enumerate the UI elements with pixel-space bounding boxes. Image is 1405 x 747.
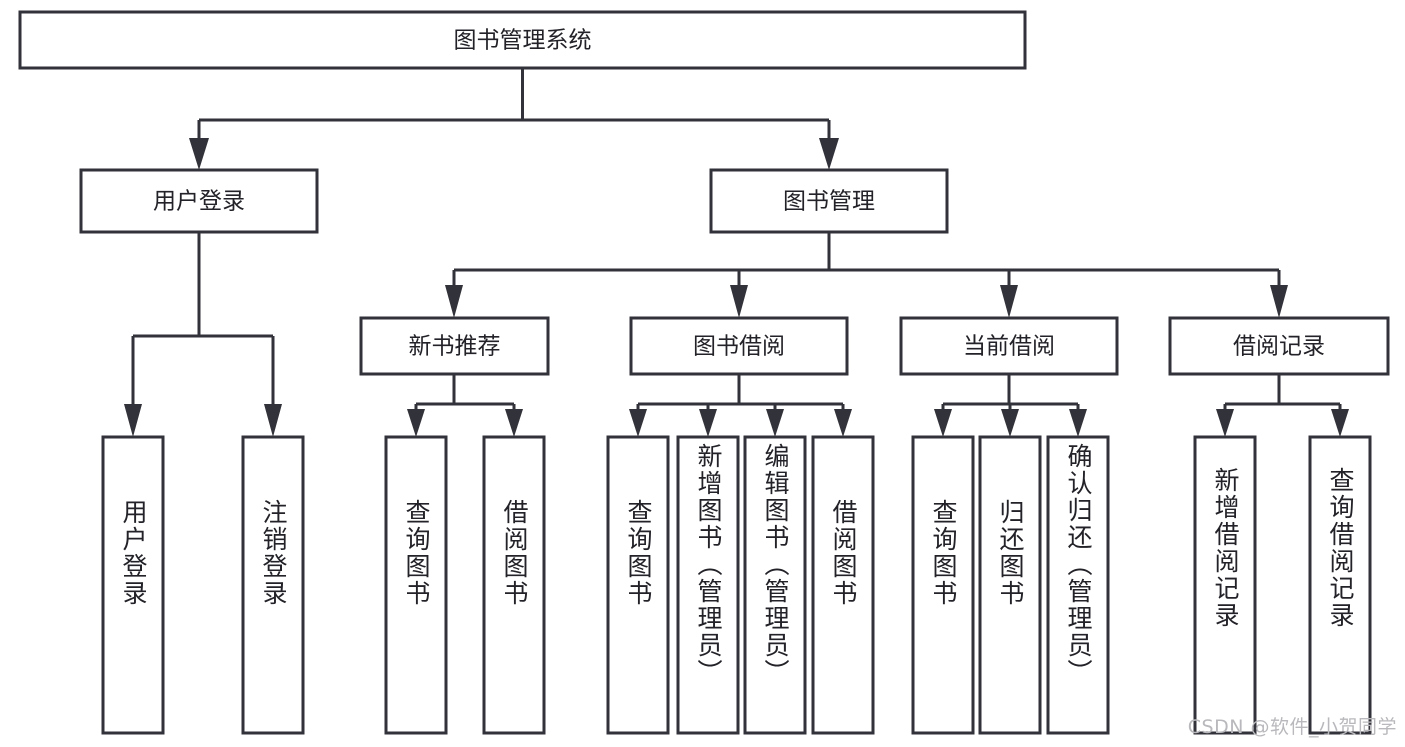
node-book-borrow-label: 图书借阅 <box>693 334 785 360</box>
arrow-head-bookmgmt-1 <box>445 285 463 318</box>
leaf-box-borrow-book-new[interactable] <box>482 435 546 735</box>
leaf-box-query-book-borrow[interactable] <box>606 435 670 735</box>
arrow-head-userlogin-2 <box>264 404 282 437</box>
leaf-box-query-book-current[interactable] <box>911 435 975 735</box>
node-new-book-recommend[interactable]: 新书推荐 <box>359 316 550 376</box>
node-current-borrow-label: 当前借阅 <box>963 334 1055 360</box>
arrow-head-borrowrecord-1 <box>1216 409 1234 437</box>
connector-group-borrow-record <box>1216 374 1349 437</box>
arrow-head-bookborrow-2 <box>699 409 717 437</box>
arrow-head-bookmgmt-2 <box>730 285 748 318</box>
leaf-box-user-login[interactable] <box>101 435 165 735</box>
node-book-management-box[interactable] <box>709 168 949 234</box>
node-root-box[interactable] <box>18 10 1027 70</box>
node-book-borrow[interactable]: 图书借阅 <box>629 316 849 376</box>
connector-group-book-management <box>445 232 1288 318</box>
node-user-login-box[interactable] <box>79 168 319 234</box>
watermark-text: CSDN @软件_小贺同学 <box>1187 716 1397 738</box>
connector-group-book-borrow <box>629 374 852 437</box>
arrow-head-currentborrow-1 <box>934 409 952 437</box>
leaf-box-borrow-book[interactable] <box>811 435 875 735</box>
leaf-box-query-book-new[interactable] <box>384 435 448 735</box>
node-borrow-record-box[interactable] <box>1168 316 1390 376</box>
leaf-box-confirm-return-admin[interactable] <box>1046 435 1110 735</box>
node-new-book-recommend-box[interactable] <box>359 316 550 376</box>
node-root[interactable]: 图书管理系统 <box>18 10 1027 70</box>
connector-group-new-book <box>407 374 523 437</box>
arrow-head-bookmgmt-3 <box>1000 285 1018 318</box>
arrow-head-bookborrow-1 <box>629 409 647 437</box>
node-new-book-recommend-label: 新书推荐 <box>409 334 501 360</box>
connector-group-user-login <box>124 232 282 437</box>
arrow-head-newbook-1 <box>407 409 425 437</box>
node-book-management[interactable]: 图书管理 <box>709 168 949 234</box>
leaf-box-return-book[interactable] <box>978 435 1042 735</box>
node-user-login-label: 用户登录 <box>153 189 245 215</box>
node-root-label: 图书管理系统 <box>454 28 592 54</box>
node-borrow-record-label: 借阅记录 <box>1233 334 1325 360</box>
arrow-head-currentborrow-3 <box>1069 409 1087 437</box>
arrow-head-bookborrow-3 <box>766 409 784 437</box>
node-borrow-record[interactable]: 借阅记录 <box>1168 316 1390 376</box>
arrow-head-bookmgmt-4 <box>1270 285 1288 318</box>
node-current-borrow-box[interactable] <box>899 316 1119 376</box>
arrow-head-newbook-2 <box>505 409 523 437</box>
arrow-head-borrowrecord-2 <box>1331 409 1349 437</box>
leaf-box-logout[interactable] <box>241 435 305 735</box>
arrow-head-root-2 <box>819 138 839 170</box>
node-current-borrow[interactable]: 当前借阅 <box>899 316 1119 376</box>
leaf-box-add-borrow-record[interactable] <box>1193 435 1257 735</box>
leaf-box-edit-book-admin[interactable] <box>743 435 807 735</box>
arrow-head-currentborrow-2 <box>1001 409 1019 437</box>
leaf-box-query-borrow-record[interactable] <box>1308 435 1372 735</box>
arrow-head-userlogin-1 <box>124 404 142 437</box>
leaf-box-add-book-admin[interactable] <box>676 435 740 735</box>
node-user-login[interactable]: 用户登录 <box>79 168 319 234</box>
connector-group-current-borrow <box>934 374 1087 437</box>
connector-group-root <box>189 68 839 170</box>
arrow-head-bookborrow-4 <box>834 409 852 437</box>
node-book-management-label: 图书管理 <box>783 189 875 215</box>
node-book-borrow-box[interactable] <box>629 316 849 376</box>
arrow-head-root-1 <box>189 138 209 170</box>
